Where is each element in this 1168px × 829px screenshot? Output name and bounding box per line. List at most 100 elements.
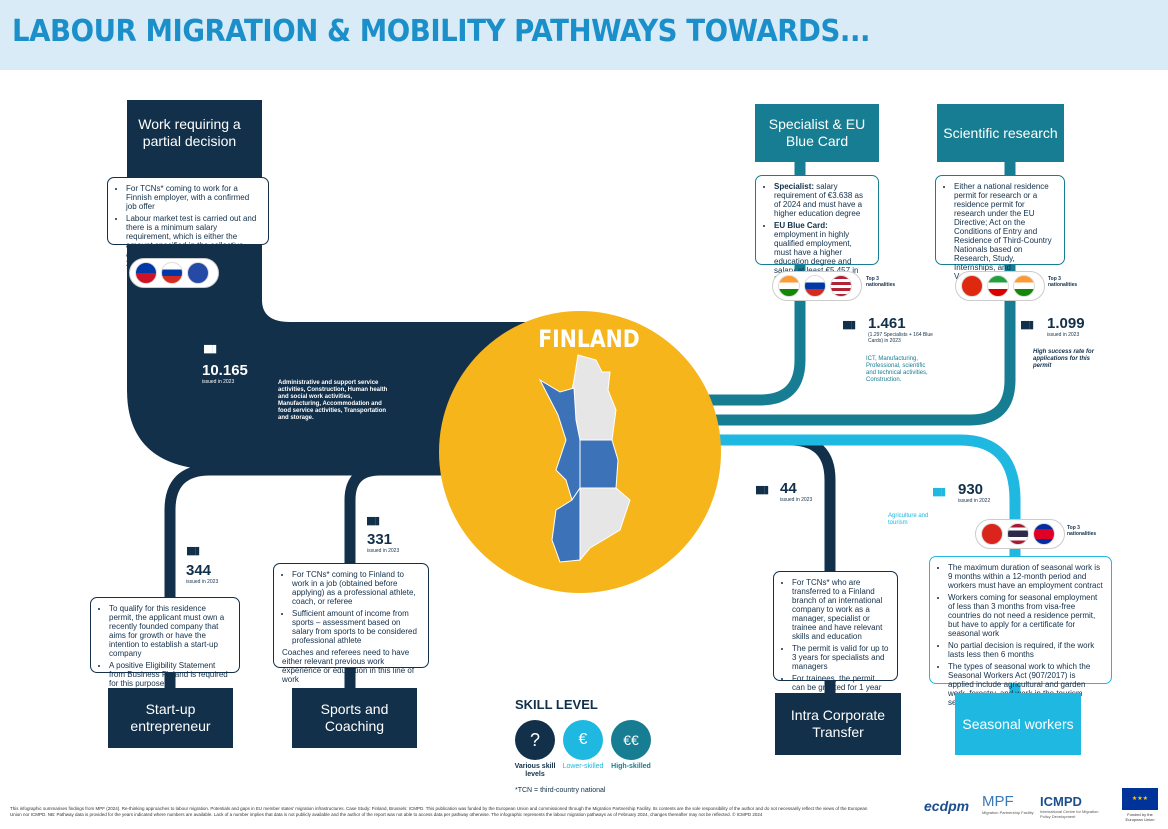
research-number: 1.099 (1047, 315, 1085, 332)
research-top-nat: Top 3 nationalities (1048, 276, 1078, 288)
people-icon: ▮▮▮ (932, 486, 946, 498)
seasonal-sectors: Agriculture and tourism (888, 513, 929, 526)
finland-map (538, 354, 631, 563)
research-title: Scientific research (937, 104, 1064, 162)
iran-flag-icon (987, 275, 1009, 297)
mpf-logo-sub: Migration Partnership Facility (982, 810, 1034, 815)
specialist-bullet-text: salary requirement of €3.638 as of 2024 … (774, 182, 863, 218)
header-banner: LABOUR MIGRATION & MOBILITY PATHWAYS TOW… (0, 0, 1168, 70)
startup-bullet: A positive Eligibility Statement from Bu… (109, 661, 231, 688)
bluecard-bullet-bold: EU Blue Card: (774, 221, 828, 230)
seasonal-title: Seasonal workers (955, 693, 1081, 755)
partial-decision-bullet: For TCNs* coming to work for a Finnish e… (126, 184, 260, 211)
seasonal-stat: 930 issued in 2022 (958, 481, 991, 505)
sports-line (344, 464, 460, 700)
partial-decision-flags (129, 258, 219, 288)
ict-bullet: For trainees, the permit can be granted … (792, 674, 889, 692)
euro-coin-icon: € (563, 720, 603, 760)
ict-title: Intra Corporate Transfer (775, 693, 901, 755)
vietnam-flag-icon (981, 523, 1003, 545)
sports-number: 331 (367, 531, 393, 548)
research-card: Either a national residence permit for r… (935, 175, 1065, 281)
sports-stat: 331 issued in 2023 (367, 531, 400, 555)
ict-bullet: For TCNs* who are transferred to a Finla… (792, 578, 889, 641)
ict-stat: 44 issued in 2023 (780, 480, 812, 504)
cambodia-flag-icon (1033, 523, 1055, 545)
startup-line (164, 464, 450, 700)
startup-bullet: To qualify for this residence permit, th… (109, 604, 231, 658)
specialist-card: Specialist: salary requirement of €3.638… (755, 175, 879, 284)
specialist-bullet: Specialist: salary requirement of €3.638… (774, 182, 870, 218)
specialist-flags (772, 271, 862, 301)
euro-coins-icon: €€ (611, 720, 651, 760)
eu-flag-icon: ★★★ (1122, 788, 1158, 810)
research-flags (955, 271, 1045, 301)
startup-issued: issued in 2023 (186, 579, 219, 585)
country-label: FINLAND (538, 325, 640, 353)
china-flag-icon (961, 275, 983, 297)
seasonal-bullet: The maximum duration of seasonal work is… (948, 563, 1103, 590)
seasonal-number: 930 (958, 481, 984, 498)
specialist-line (600, 140, 806, 406)
research-bullet: Either a national residence permit for r… (954, 182, 1056, 281)
specialist-issued: (1.297 Specialists + 164 Blue Cards) in … (868, 332, 933, 344)
mpf-logo: MPF (982, 793, 1014, 810)
skill-level-label: High-skilled (611, 763, 651, 770)
ict-number: 44 (780, 480, 797, 497)
specialist-number: 1.461 (868, 315, 906, 332)
sports-extra: Coaches and referees need to have either… (282, 648, 415, 684)
people-icon: ▮▮▮ (203, 343, 217, 355)
page-title: LABOUR MIGRATION & MOBILITY PATHWAYS TOW… (12, 14, 871, 49)
people-icon: ▮▮▮ (755, 484, 769, 496)
india-flag-icon (1013, 275, 1035, 297)
partial-decision-issued: issued in 2023 (202, 379, 235, 385)
startup-title: Start-up entrepreneur (108, 688, 233, 748)
specialist-bullet-bold: Specialist: (774, 182, 815, 191)
partial-decision-sectors: Administrative and support service activ… (278, 380, 388, 421)
seasonal-bullet: Workers coming for seasonal employment o… (948, 593, 1103, 638)
seasonal-card: The maximum duration of seasonal work is… (929, 556, 1112, 707)
specialist-title: Specialist & EU Blue Card (755, 104, 879, 162)
seasonal-flags (975, 519, 1065, 549)
partial-decision-stat: 10.165 issued in 2023 (202, 362, 248, 386)
research-note: High success rate for applications for t… (1033, 349, 1095, 369)
kosovo-flag-icon (187, 262, 209, 284)
partial-decision-card: For TCNs* coming to work for a Finnish e… (107, 177, 269, 268)
partial-decision-number: 10.165 (202, 362, 248, 379)
partial-decision-title: Work requiring a partial decision (127, 104, 252, 162)
startup-number: 344 (186, 562, 212, 579)
seasonal-line (600, 434, 1021, 700)
skill-level-label: Various skill levels (514, 763, 556, 778)
specialist-stat: 1.461 (1.297 Specialists + 164 Blue Card… (868, 315, 938, 345)
eu-funding-label: Funded by the European Union (1125, 812, 1155, 822)
ict-bullet: The permit is valid for up to 3 years fo… (792, 644, 889, 671)
partial-decision-top-nat: Top 3 nationalities (222, 264, 252, 276)
people-icon: ▮▮▮ (186, 545, 200, 557)
question-icon: ? (515, 720, 555, 760)
sports-bullet: Sufficient amount of income from sports … (292, 609, 420, 645)
people-icon: ▮▮▮ (842, 319, 856, 331)
sports-card: For TCNs* coming to Finland to work in a… (273, 563, 429, 684)
startup-card: To qualify for this residence permit, th… (90, 597, 240, 688)
seasonal-top-nat: Top 3 nationalities (1067, 525, 1097, 537)
ecdpm-logo: ecdpm (924, 798, 970, 814)
ict-card: For TCNs* who are transferred to a Finla… (773, 571, 898, 692)
seasonal-bullet: No partial decision is required, if the … (948, 641, 1103, 659)
icmpd-logo-sub: International Centre for Migration Polic… (1040, 809, 1099, 819)
seasonal-issued: issued in 2022 (958, 498, 991, 504)
skill-level-title: SKILL LEVEL (515, 697, 598, 712)
startup-stat: 344 issued in 2023 (186, 562, 219, 586)
icmpd-logo: ICMPD (1040, 794, 1082, 809)
footer-text: This infographic summarises findings fro… (10, 806, 868, 817)
specialist-sectors: ICT, Manufacturing, Professional, scient… (866, 356, 928, 383)
research-line (600, 140, 1016, 426)
philippines-flag-icon (135, 262, 157, 284)
specialist-top-nat: Top 3 nationalities (866, 276, 896, 288)
sports-issued: issued in 2023 (367, 548, 400, 554)
people-icon: ▮▮▮ (1020, 319, 1034, 331)
thailand-flag-icon (1007, 523, 1029, 545)
usa-flag-icon (830, 275, 852, 297)
people-icon: ▮▮▮ (366, 515, 380, 527)
skill-level-label: Lower-skilled (562, 763, 604, 770)
sports-title: Sports and Coaching (292, 688, 417, 748)
